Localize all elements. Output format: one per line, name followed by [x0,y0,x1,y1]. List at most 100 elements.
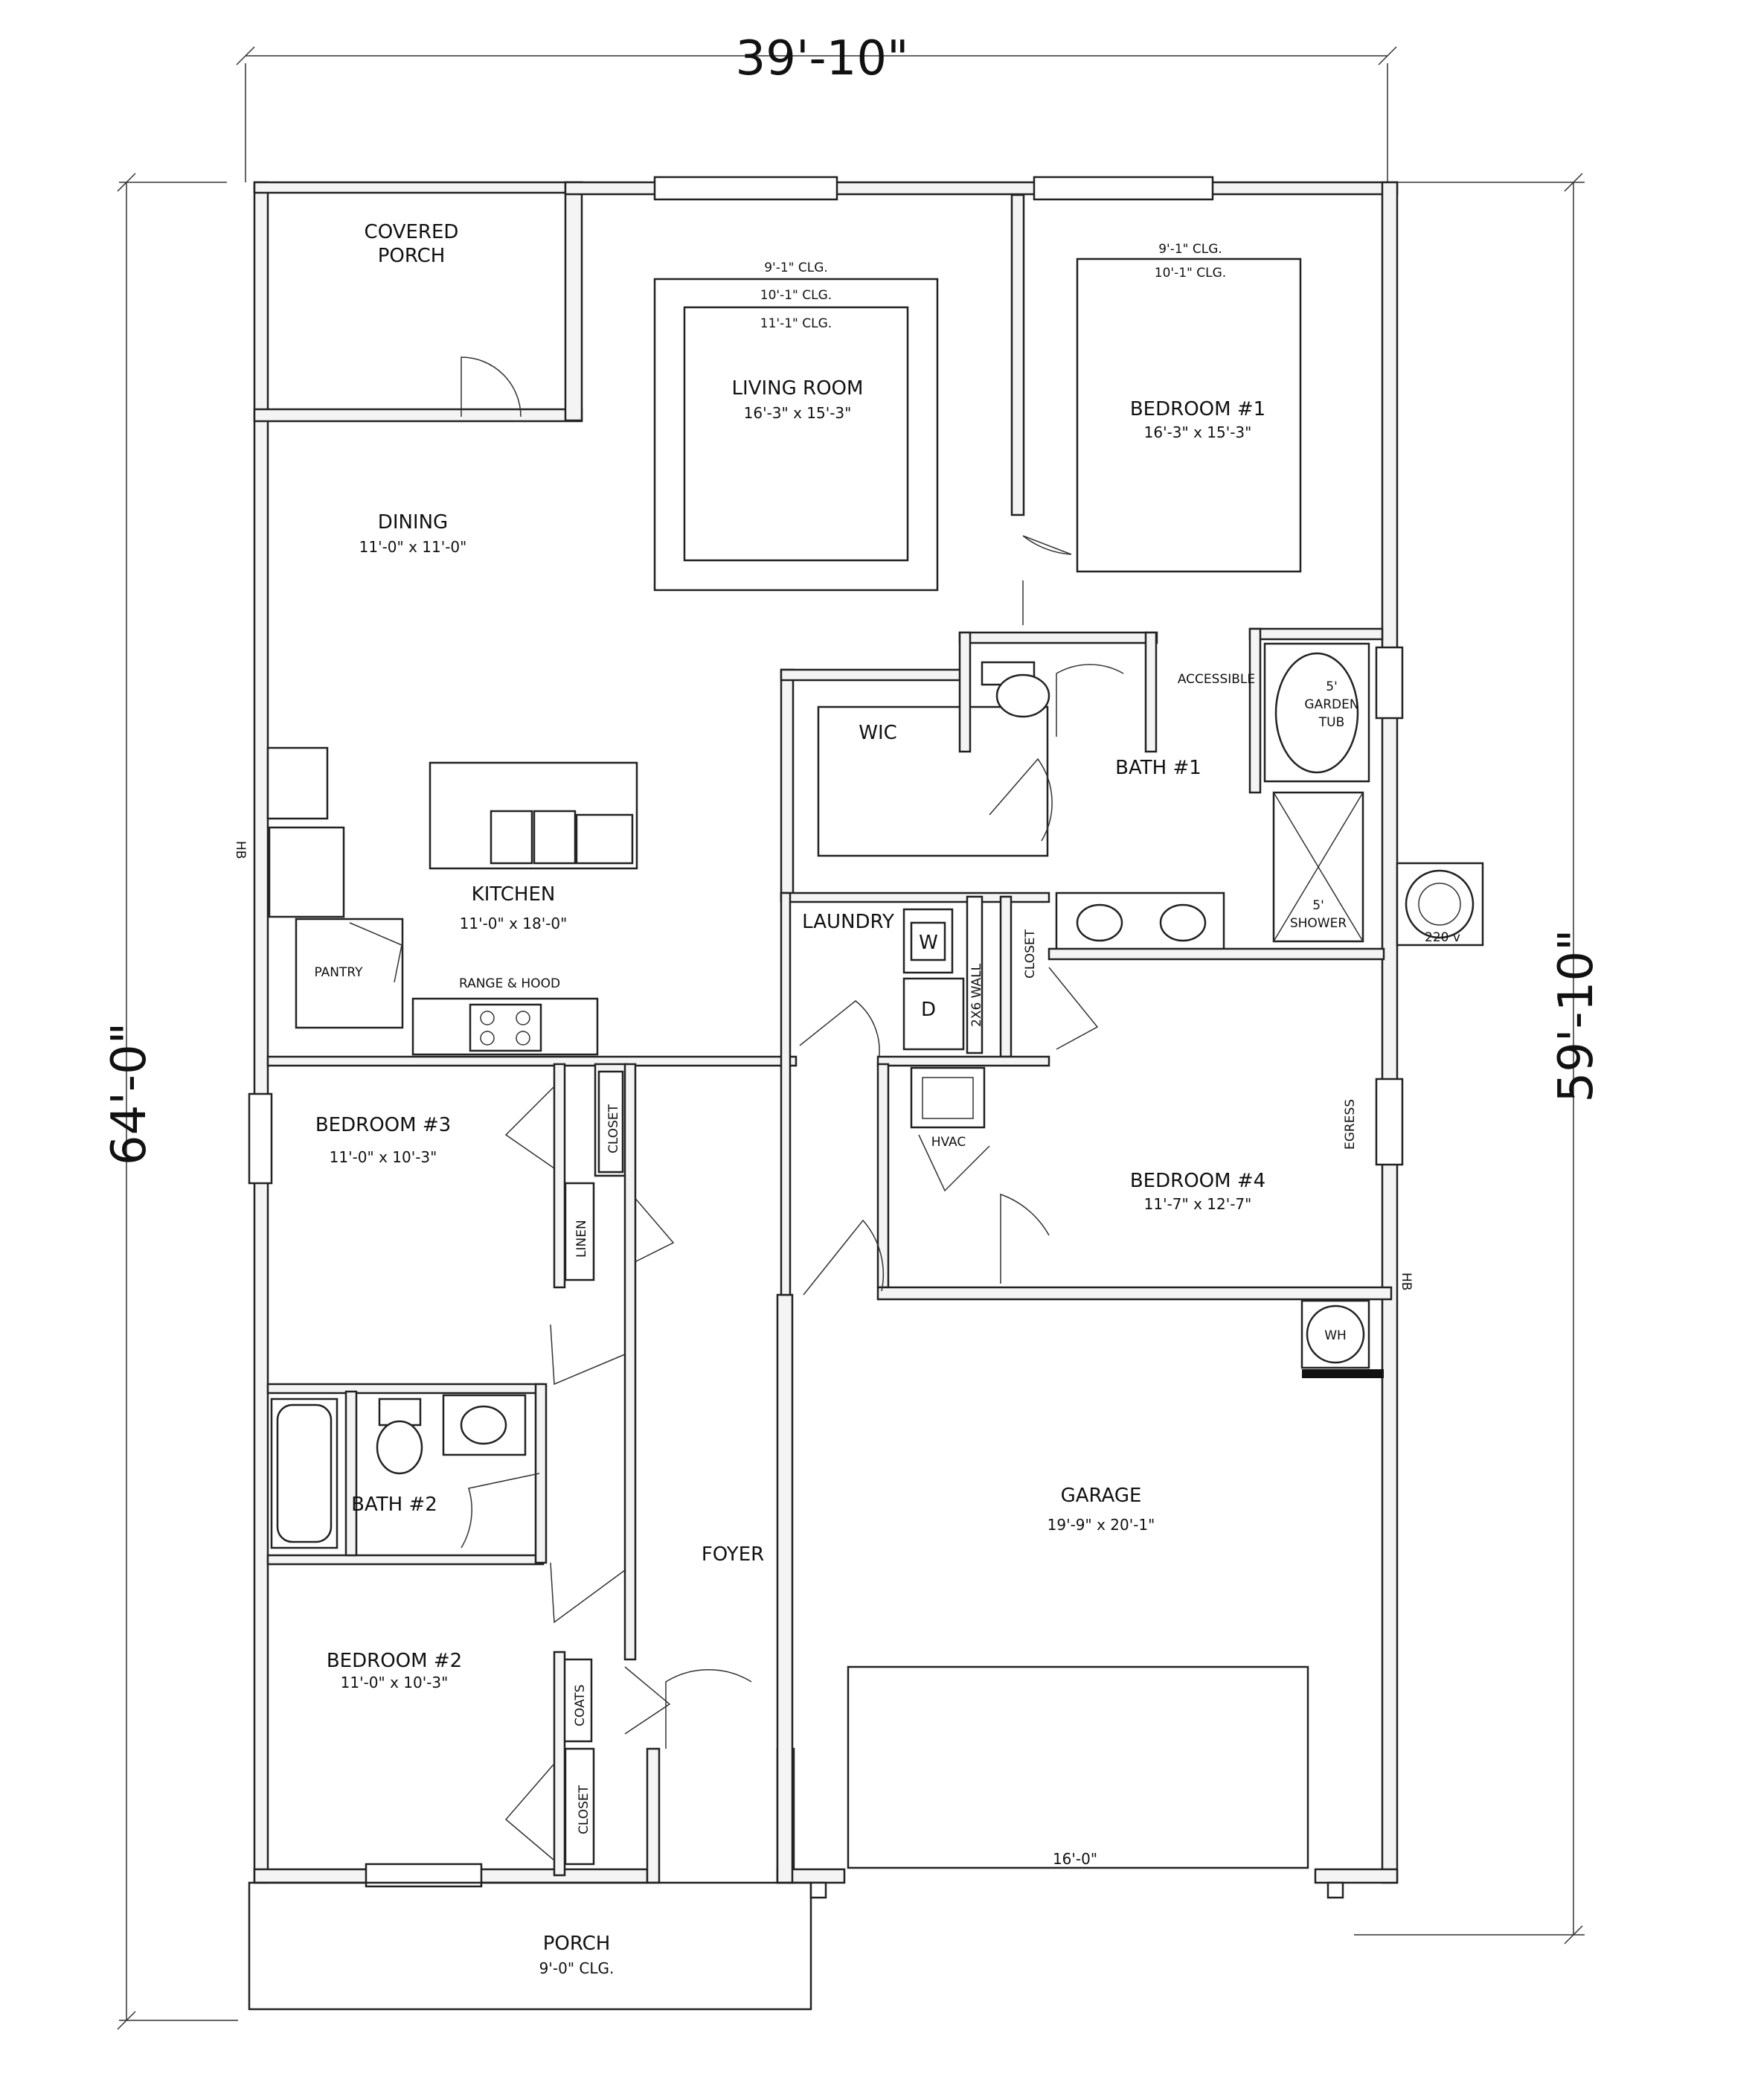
wall-bath2-top [266,1383,545,1395]
garage-label: GARAGE [1061,1485,1142,1507]
bedroom4-door [1000,1193,1050,1284]
living-room-label: LIVING ROOM [732,377,864,400]
living-room-size: 16'-3" x 15'-3" [744,404,852,422]
linen-label: LINEN [574,1220,589,1258]
wall-kitchen-bedrooms [266,1055,798,1067]
kitchen-sink-right [533,810,577,865]
coats-door [624,1666,671,1735]
wall-note-label: 2X6 WALL [969,963,984,1027]
dimension-lines [117,46,1585,2030]
bath2-door [461,1473,540,1549]
wall-wic-left [780,668,795,902]
laundry-label: LAUNDRY [802,911,894,933]
wall-bath2-bottom [266,1554,545,1566]
garage-door-width: 16'-0" [1053,1850,1097,1868]
foyer-bed4-door [803,1219,885,1296]
shower-1: 5' [1312,898,1324,913]
wall-laundry-left [780,891,792,1296]
foyer-label: FOYER [702,1543,764,1566]
overall-depth-label: 64'-0" [102,1022,157,1165]
wall-living-bed1 [1010,193,1025,516]
wall-bed3-right [553,1063,566,1289]
porch-post-left [809,1881,827,1899]
covered-porch-label-1: COVERED [365,221,459,243]
pantry-label: PANTRY [314,965,363,980]
porch-outline [248,1881,812,2011]
living-clg-2: 10'-1" CLG. [760,288,832,303]
covered-porch-door [461,356,522,417]
living-tray-outer [653,278,939,592]
egress-label: EGRESS [1343,1099,1358,1150]
wall-wic-top [780,668,969,682]
closet-b2-door [504,1763,555,1861]
water-heater-icon [1306,1305,1365,1364]
laundry-wall [966,895,984,1054]
hvac-label: HVAC [931,1135,966,1150]
bedroom1-label: BEDROOM #1 [1130,398,1265,420]
dryer [902,977,965,1051]
bedroom1-tray [1076,257,1302,573]
closet-b2-box [564,1747,595,1866]
kitchen-sink-left [490,810,533,865]
range [469,1003,542,1052]
wall-bed4-left [876,1063,890,1289]
bedroom1-clg-2: 10'-1" CLG. [1155,266,1226,281]
closet-b3-label: CLOSET [606,1104,621,1153]
shower-2: SHOWER [1290,916,1347,931]
hb-left-label: HB [233,841,248,859]
accessible-label: ACCESSIBLE [1178,672,1255,687]
fridge-counter [266,746,329,820]
hvac-door [918,1134,990,1192]
garage-firewall-strip [1302,1369,1384,1378]
coats-label: COATS [573,1685,588,1726]
garage-size: 19'-9" x 20'-1" [1047,1516,1155,1534]
ac-unit-icon [1405,869,1475,939]
pantry-outline [295,918,404,1029]
linen-door [628,1190,675,1266]
bedroom4-size: 11'-7" x 12'-7" [1144,1195,1252,1213]
wall-bed4-bottom [876,1286,1393,1301]
living-clg-3: 11'-1" CLG. [760,316,832,331]
garden-tub-1: 5' [1326,679,1338,694]
wall-hvac [876,1055,1050,1067]
wall-closet-laundry [999,895,1013,1058]
kitchen-label: KITCHEN [472,883,556,906]
bedroom4-label: BEDROOM #4 [1130,1170,1265,1192]
wic-shelf [817,705,1049,857]
wall-bath1-bottom [1047,947,1385,961]
hall-door-1 [550,1324,626,1386]
voltage-label: 220 v [1425,930,1460,945]
bedroom3-size: 11'-0" x 10'-3" [330,1148,437,1166]
garden-tub-3: TUB [1318,715,1345,730]
exterior-walls [253,181,1399,1884]
fridge [268,826,345,918]
kitchen-size: 11'-0" x 18'-0" [460,915,568,932]
closet-laundry-door [1048,967,1099,1050]
bath1-label: BATH #1 [1115,757,1201,779]
wall-hall-right [623,1063,637,1661]
coats-box [560,1658,593,1743]
dryer-label: D [921,999,936,1021]
covered-porch-label-2: PORCH [378,245,446,267]
laundry-door [799,1000,880,1065]
bedroom2-size: 11'-0" x 10'-3" [341,1674,449,1691]
wall-bed2-right [553,1651,566,1877]
overall-width-label: 39'-10" [736,31,909,86]
closet-b3-door [504,1086,555,1169]
living-clg-1: 9'-1" CLG. [764,260,828,275]
dining-label: DINING [378,511,448,534]
washer-label: W [919,932,938,954]
porch-clg: 9'-0" CLG. [539,1959,615,1977]
house-depth-label: 59'-10" [1549,929,1604,1103]
bath1-door [989,758,1053,842]
wic-label: WIC [859,722,897,744]
hall-door-2 [550,1562,626,1624]
wall-tub [1248,627,1384,641]
linen-box [564,1182,595,1281]
porch-post-right [1326,1881,1344,1899]
closet-b3-box [597,1070,624,1174]
dishwasher [575,813,634,865]
bedroom2-label: BEDROOM #2 [327,1650,462,1672]
bath2-label: BATH #2 [351,1494,437,1516]
water-heater-label: WH [1324,1328,1347,1343]
